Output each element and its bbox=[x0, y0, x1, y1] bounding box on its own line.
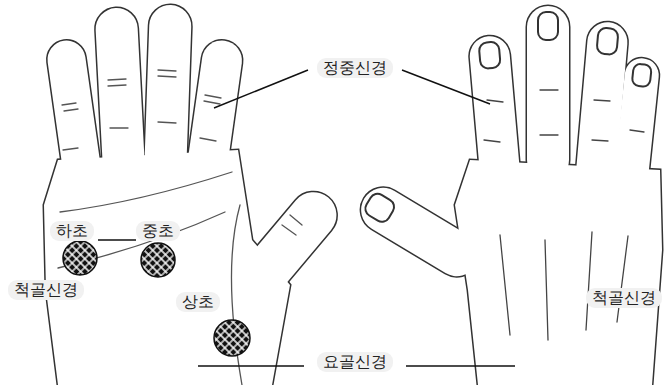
point-label: 하초 bbox=[50, 221, 94, 241]
radial-region bbox=[330, 146, 556, 385]
ulnar-region bbox=[556, 0, 668, 385]
nerve-label: 요골신경 bbox=[317, 352, 393, 372]
ulnar-region bbox=[0, 0, 104, 385]
fingernails bbox=[362, 12, 651, 225]
nerve-label: 척골신경 bbox=[8, 280, 84, 300]
point-label: 중초 bbox=[136, 221, 180, 241]
radial-region bbox=[205, 235, 335, 385]
nerve-label: 척골신경 bbox=[586, 288, 662, 308]
crease-lines bbox=[58, 70, 302, 385]
hatched-point bbox=[63, 241, 250, 356]
point-label: 상초 bbox=[176, 292, 220, 312]
left-hand bbox=[0, 0, 346, 385]
nerve-label: 정중신경 bbox=[317, 58, 393, 78]
leader-lines bbox=[98, 70, 515, 366]
